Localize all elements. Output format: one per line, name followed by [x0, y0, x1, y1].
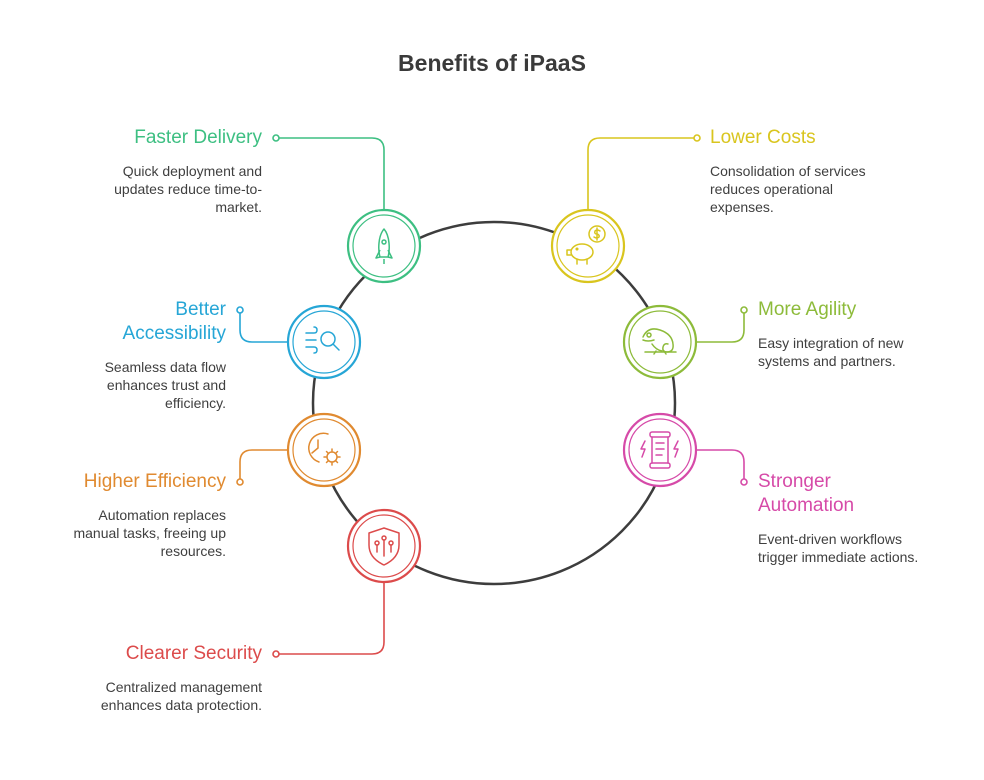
node-clearer-security: [346, 508, 422, 584]
connector-stronger-automation: [695, 449, 745, 480]
connector-dot: [236, 478, 244, 486]
connector-more-agility: [695, 312, 745, 343]
connector-dot: [272, 134, 280, 142]
piggy-bank-icon: [566, 225, 606, 265]
connector-dot: [236, 306, 244, 314]
connector-dot: [740, 478, 748, 486]
node-faster-delivery: [346, 208, 422, 284]
connector-higher-efficiency: [239, 449, 289, 480]
node-stronger-automation: [622, 412, 698, 488]
connector-dot: [740, 306, 748, 314]
clearer-security-desc: Centralized management enhances data pro…: [100, 679, 262, 713]
lightning-scroll-icon: [640, 431, 679, 469]
stronger-automation-label: Stronger Automation: [758, 471, 855, 516]
higher-efficiency-label: Higher Efficiency: [83, 471, 226, 492]
node-more-agility: [622, 304, 698, 380]
connector-better-accessibility: [239, 312, 289, 343]
higher-efficiency-desc: Automation replaces manual tasks, freein…: [73, 507, 226, 559]
better-accessibility-label: Better Accessibility: [122, 299, 226, 344]
lower-costs-desc: Consolidation of services reduces operat…: [710, 163, 866, 215]
better-accessibility-desc: Seamless data flow enhances trust and ef…: [104, 359, 226, 411]
faster-delivery-desc: Quick deployment and updates reduce time…: [114, 163, 262, 215]
lower-costs-label: Lower Costs: [710, 127, 816, 148]
more-agility-label: More Agility: [758, 299, 857, 320]
connector-lower-costs: [587, 137, 695, 211]
connector-dot: [272, 650, 280, 658]
connector-faster-delivery: [278, 137, 385, 211]
more-agility-desc: Easy integration of new systems and part…: [758, 335, 904, 369]
clock-gear-icon: [308, 432, 341, 466]
search-data-icon: [305, 326, 340, 354]
stronger-automation-desc: Event-driven workflows trigger immediate…: [758, 531, 919, 565]
node-lower-costs: [550, 208, 626, 284]
diagram-title: Benefits of iPaaS: [398, 50, 586, 76]
faster-delivery-label: Faster Delivery: [134, 127, 262, 148]
connector-clearer-security: [278, 581, 385, 655]
shield-circuit-icon: [368, 527, 400, 566]
central-ring: [311, 220, 677, 586]
connector-dot: [693, 134, 701, 142]
rocket-icon: [375, 228, 393, 264]
clearer-security-label: Clearer Security: [125, 643, 262, 664]
node-higher-efficiency: [286, 412, 362, 488]
chameleon-icon: [642, 328, 677, 355]
node-better-accessibility: [286, 304, 362, 380]
